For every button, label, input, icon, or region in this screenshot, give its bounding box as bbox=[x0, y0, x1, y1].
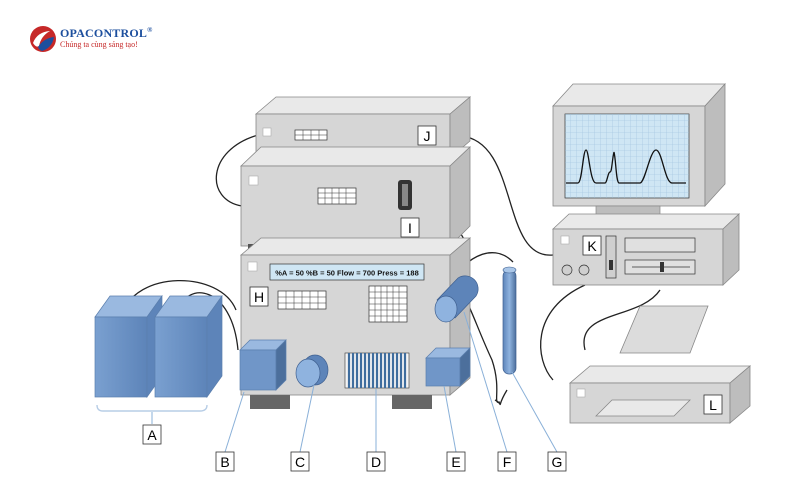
label-d: D bbox=[366, 451, 386, 472]
brand-tagline: Chúng ta cùng sáng tạo! bbox=[60, 40, 138, 49]
computer-base-k bbox=[551, 213, 741, 286]
svg-text:G: G bbox=[552, 454, 563, 470]
detector-module-i bbox=[239, 146, 472, 252]
label-leader-lines bbox=[151, 311, 558, 453]
injector-e bbox=[425, 347, 471, 387]
label-g: G bbox=[547, 451, 567, 472]
label-e: E bbox=[446, 451, 466, 472]
svg-text:C: C bbox=[295, 454, 305, 470]
svg-text:F: F bbox=[503, 454, 512, 470]
label-k: K bbox=[582, 235, 602, 256]
status-display bbox=[269, 263, 425, 281]
component-labels: A B C D E F G H I J K L bbox=[142, 125, 723, 472]
svg-text:J: J bbox=[424, 128, 431, 144]
column-oven-f bbox=[434, 275, 479, 323]
svg-text:D: D bbox=[371, 454, 381, 470]
chromatogram-trace bbox=[566, 149, 686, 184]
degasser-b bbox=[239, 339, 287, 391]
printer-l bbox=[568, 305, 752, 424]
column-g bbox=[502, 266, 517, 375]
svg-text:E: E bbox=[451, 454, 460, 470]
svg-text:B: B bbox=[220, 454, 229, 470]
pump-head-c bbox=[295, 354, 329, 388]
label-c: C bbox=[290, 451, 310, 472]
status-readout: %A = 50 %B = 50 Flow = 700 Press = 188 bbox=[275, 269, 419, 278]
solvent-reservoirs-a bbox=[94, 294, 223, 412]
logo-swirl-icon bbox=[30, 26, 56, 52]
svg-text:A: A bbox=[147, 427, 157, 443]
company-logo: OPACONTROL® Chúng ta cùng sáng tạo! bbox=[28, 24, 188, 60]
svg-text:K: K bbox=[587, 238, 597, 254]
brand-name: OPACONTROL® bbox=[60, 26, 153, 40]
label-i: I bbox=[400, 217, 420, 238]
svg-text:H: H bbox=[254, 289, 264, 305]
label-f: F bbox=[497, 451, 517, 472]
svg-text:L: L bbox=[709, 397, 717, 413]
label-j: J bbox=[417, 125, 437, 146]
svg-text:I: I bbox=[408, 220, 412, 236]
label-l: L bbox=[703, 394, 723, 415]
computer-monitor-k bbox=[552, 82, 726, 217]
label-b: B bbox=[215, 451, 235, 472]
label-h: H bbox=[249, 286, 269, 307]
label-a: A bbox=[142, 424, 162, 445]
